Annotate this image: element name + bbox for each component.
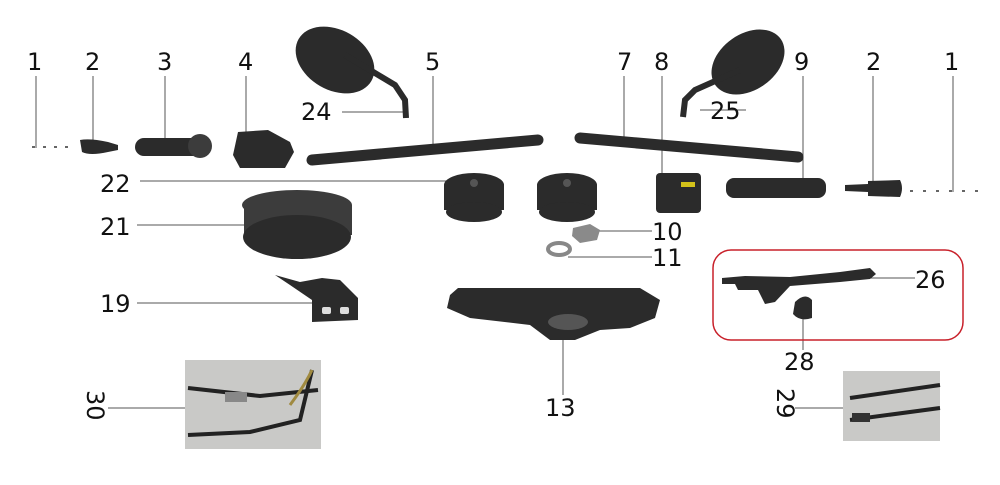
part-19-bracket <box>275 275 358 322</box>
part-28-clamp <box>793 296 812 320</box>
callout-8: 8 <box>654 48 669 76</box>
highlight-box <box>712 249 964 341</box>
callout-30: 30 <box>81 390 109 421</box>
part-3-throttle-grip <box>135 134 212 158</box>
callout-21: 21 <box>100 213 131 241</box>
callout-9: 9 <box>794 48 809 76</box>
part-13-triple-clamp <box>447 288 660 340</box>
callout-5: 5 <box>425 48 440 76</box>
part-29-cable-photo <box>843 371 941 441</box>
part-5-left-handlebar <box>306 134 544 166</box>
part-10-nut <box>572 224 600 243</box>
part-21-cap <box>242 190 352 259</box>
part-4-switch-housing <box>233 130 294 168</box>
part-2-left-weight <box>80 139 118 154</box>
callout-11: 11 <box>652 244 683 272</box>
callout-28: 28 <box>784 348 815 376</box>
callout-labels: 1 2 3 4 5 24 7 8 25 9 2 1 22 21 10 11 19… <box>27 48 959 422</box>
callout-3: 3 <box>157 48 172 76</box>
part-2-right-weight <box>845 180 902 197</box>
part-8-switch-housing <box>656 173 701 213</box>
part-9-grip <box>726 178 826 198</box>
callout-26: 26 <box>915 266 946 294</box>
callout-13: 13 <box>545 394 576 422</box>
callout-19: 19 <box>100 290 131 318</box>
part-30-cable-photo <box>185 360 321 449</box>
callout-10: 10 <box>652 218 683 246</box>
callout-2-right: 2 <box>866 48 881 76</box>
part-right-mirror <box>680 29 785 118</box>
part-22-rubber-mounts <box>444 173 597 222</box>
part-7-right-handlebar <box>574 132 804 163</box>
part-26-lever <box>722 268 876 304</box>
callout-2-left: 2 <box>85 48 100 76</box>
callout-1-left: 1 <box>27 48 42 76</box>
leader-lines <box>35 76 954 409</box>
part-left-mirror <box>295 26 409 119</box>
callout-22: 22 <box>100 170 131 198</box>
part-11-washer <box>546 241 572 257</box>
callout-4: 4 <box>238 48 253 76</box>
callout-24: 24 <box>301 98 332 126</box>
callout-1-right: 1 <box>944 48 959 76</box>
callout-29: 29 <box>771 388 799 419</box>
callout-7: 7 <box>617 48 632 76</box>
callout-25: 25 <box>710 97 741 125</box>
